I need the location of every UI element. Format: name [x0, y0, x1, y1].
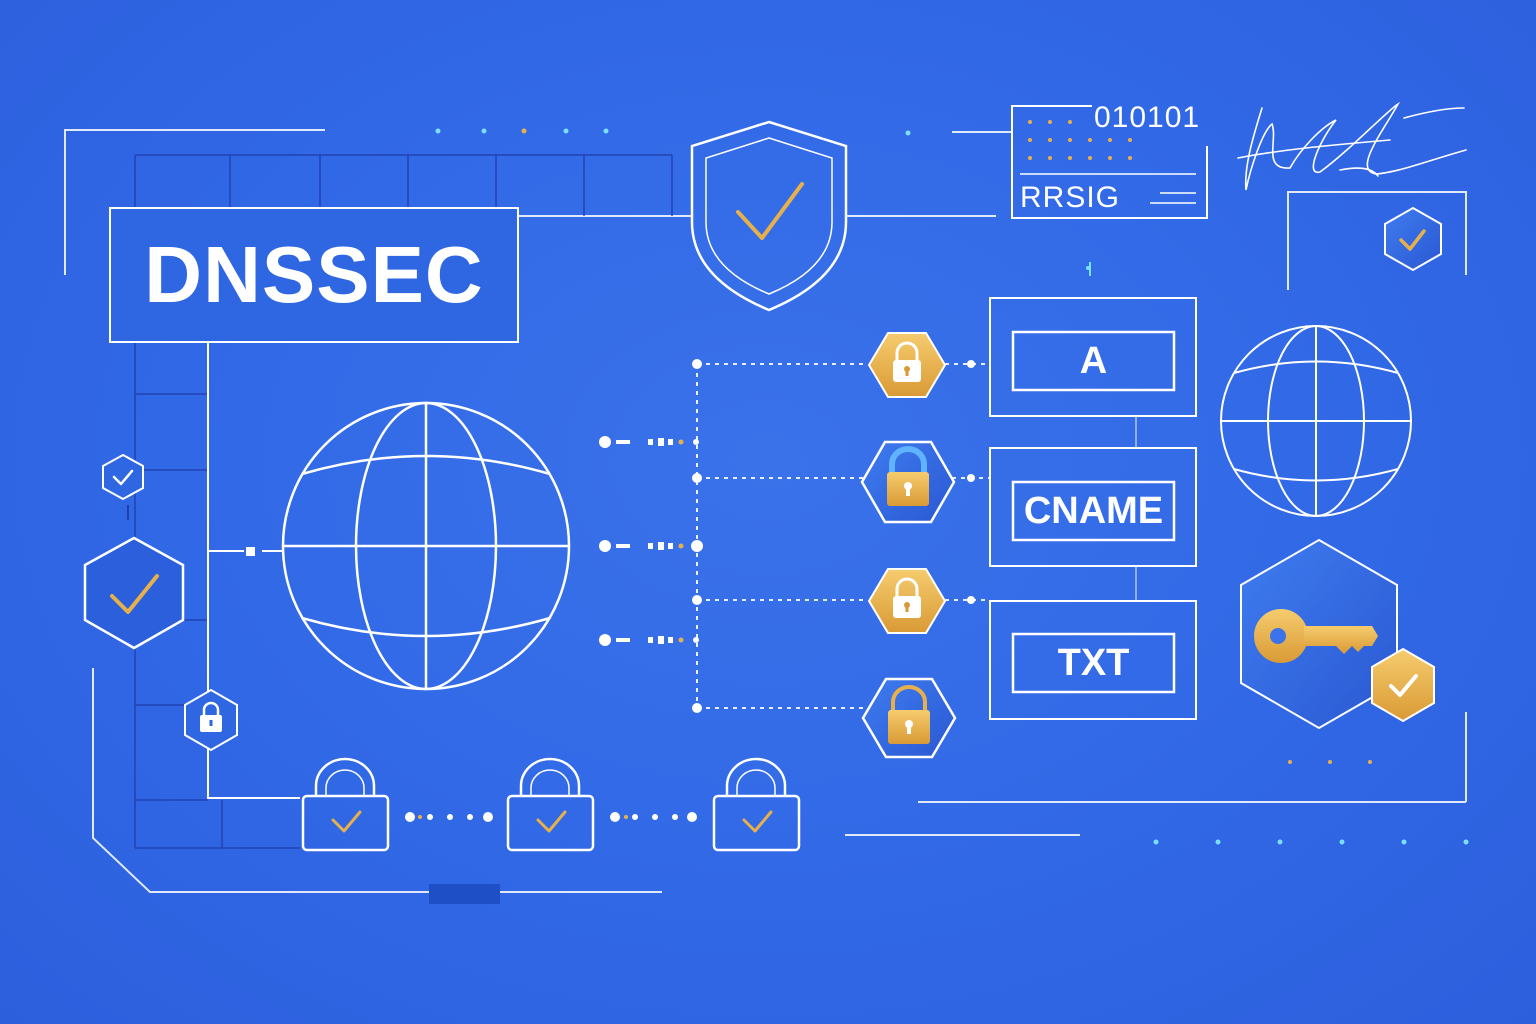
chain-padlock-1 — [301, 757, 390, 852]
padlock-chain — [301, 757, 801, 852]
binary-label: 010101 — [1094, 101, 1201, 134]
title-connector — [207, 342, 300, 799]
rrsig-label: RRSIG — [1020, 181, 1121, 214]
shield-check-icon — [690, 120, 848, 312]
record-cards — [989, 297, 1197, 720]
chain-padlock-3 — [712, 757, 801, 852]
globe-icon — [281, 401, 571, 691]
title-box — [109, 207, 519, 343]
rrsig-card — [1011, 105, 1208, 219]
connector-node — [246, 547, 255, 556]
globe-icon-small — [1220, 325, 1412, 517]
check-badge-icon-top — [1384, 206, 1442, 272]
hub-connectors — [696, 363, 990, 709]
check-badge-icon-key — [1371, 647, 1435, 723]
grid-top — [134, 154, 673, 216]
padlock-icon-1 — [867, 332, 947, 398]
accent-dots — [435, 128, 1469, 845]
padlock-icon-2 — [860, 440, 956, 524]
record-label-txt: TXT — [1057, 641, 1130, 684]
padlock-icon-4 — [861, 677, 957, 759]
check-badge-icon-large — [83, 536, 185, 650]
padlock-badge-icon — [184, 688, 238, 752]
signature-icon — [1237, 101, 1467, 191]
footer-bar — [429, 884, 500, 904]
frame-lines — [64, 129, 1467, 893]
record-label-a: A — [1079, 339, 1108, 382]
page-title: DNSSEC — [144, 230, 484, 319]
key-icon — [1240, 538, 1398, 730]
check-badge-icon-small — [102, 453, 144, 501]
chain-links — [405, 812, 697, 822]
chain-padlock-2 — [506, 757, 595, 852]
record-label-cname: CNAME — [1023, 489, 1164, 532]
hub-nodes — [599, 359, 975, 713]
padlock-icon-3 — [867, 568, 947, 634]
